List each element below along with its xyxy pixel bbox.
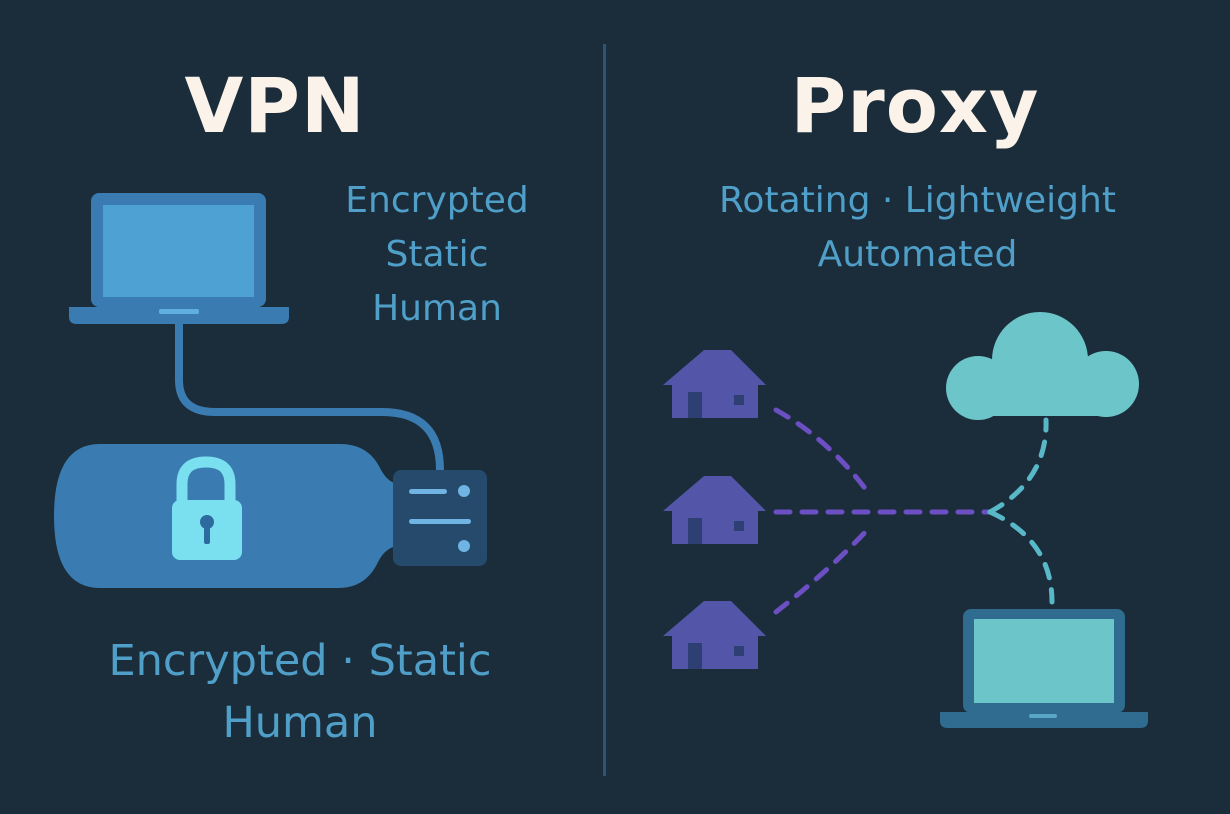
proxy-caption: Rotating · Lightweight Automated xyxy=(690,174,1145,282)
vpn-laptop-icon xyxy=(69,193,289,324)
center-divider xyxy=(603,44,606,776)
vpn-padlock-icon xyxy=(172,456,242,560)
vpn-bottom-line-2: Human xyxy=(222,698,378,748)
proxy-laptop-icon xyxy=(940,609,1148,728)
vpn-side-line-2: Static xyxy=(385,234,489,275)
vpn-side-caption: Encrypted Static Human xyxy=(313,174,561,336)
house-icon xyxy=(663,350,766,418)
proxy-line-2: Automated xyxy=(817,234,1018,275)
vpn-side-line-3: Human xyxy=(372,288,502,329)
vpn-server-icon xyxy=(393,470,487,566)
vpn-title: VPN xyxy=(184,61,366,150)
vpn-side-line-1: Encrypted xyxy=(345,180,529,221)
vpn-bottom-line-1: Encrypted · Static xyxy=(108,636,492,686)
cloud-icon xyxy=(946,312,1139,420)
proxy-line-1: Rotating · Lightweight xyxy=(719,180,1116,221)
house-icon xyxy=(663,476,766,544)
vpn-bottom-caption: Encrypted · Static Human xyxy=(60,630,540,754)
house-icon xyxy=(663,601,766,669)
proxy-route-lines xyxy=(773,407,1055,615)
proxy-title: Proxy xyxy=(790,61,1040,150)
vpn-cable-icon xyxy=(175,320,444,474)
